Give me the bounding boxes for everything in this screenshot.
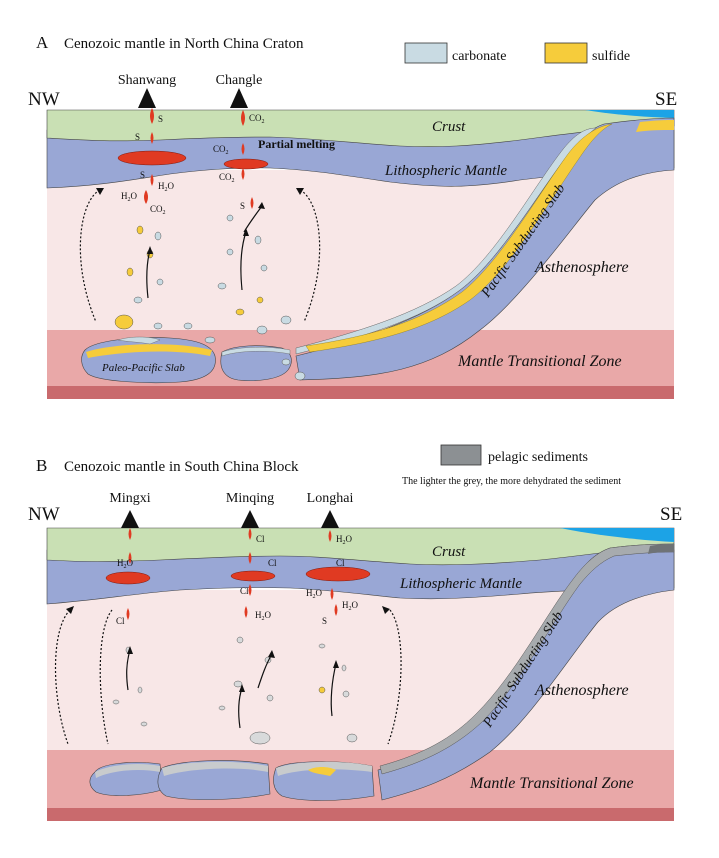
panel-a-paleo-slab-label: Paleo-Pacific Slab xyxy=(101,362,185,374)
volcano-changle-label: Changle xyxy=(216,73,263,88)
panel-a: A Cenozoic mantle in North China Craton … xyxy=(28,33,677,399)
species-co2-4: CO2 xyxy=(219,172,235,184)
species-cl-b3: Cl xyxy=(268,558,277,568)
species-cl-b5: Cl xyxy=(336,558,345,568)
panel-a-slab-fragment-1 xyxy=(220,345,292,381)
panel-a-letter: A xyxy=(36,33,49,52)
species-cl-b1: Cl xyxy=(116,616,125,626)
panel-b-slab-fragment-2-sediment xyxy=(162,761,268,776)
species-h2o-b1: H2O xyxy=(117,558,134,570)
volcano-shanwang-icon xyxy=(138,88,156,108)
panel-a-ocean xyxy=(585,110,674,118)
species-h2o-b3: H2O xyxy=(336,534,353,546)
legend-sulfide-swatch xyxy=(544,42,588,64)
panel-b-slab-fragment-3 xyxy=(273,761,375,801)
panel-b-nw-label: NW xyxy=(28,504,60,525)
panel-b-letter: B xyxy=(36,456,47,475)
legend-sulfide-label: sulfide xyxy=(592,49,630,64)
species-s-b1: S xyxy=(322,616,327,626)
panel-a-slab-fragment-1-carbonate xyxy=(221,347,291,357)
panel-a-lithosphere-label: Lithospheric Mantle xyxy=(384,163,507,179)
panel-b-slab-sediment xyxy=(379,543,675,775)
panel-a-base-layer xyxy=(47,386,674,399)
panel-a-crust-layer xyxy=(46,109,675,148)
volcano-longhai-label: Longhai xyxy=(307,491,354,506)
panel-b-mtz-label: Mantle Transitional Zone xyxy=(469,775,634,792)
legend-pelagic-label: pelagic sediments xyxy=(488,450,588,465)
volcano-longhai-icon xyxy=(321,510,339,528)
species-s-2: S xyxy=(135,132,140,142)
panel-a-paleo-slab-carbonate xyxy=(117,336,161,345)
panel-b-crust-label: Crust xyxy=(432,544,466,560)
panel-a-paleo-slab-sulfide xyxy=(86,344,212,358)
panel-a-slab-sulfide xyxy=(305,123,613,353)
volcano-shanwang-label: Shanwang xyxy=(118,73,176,88)
panel-b-melt-pool-3 xyxy=(305,566,371,582)
panel-b: B Cenozoic mantle in South China Block p… xyxy=(28,444,682,821)
species-s-4: S xyxy=(240,201,245,211)
panel-a-melt-pool-2 xyxy=(223,158,269,170)
panel-b-arrowheads xyxy=(66,606,390,692)
panel-b-base-layer xyxy=(47,808,674,821)
legend-pelagic-note: The lighter the grey, the more dehydrate… xyxy=(402,476,621,487)
species-s-3: S xyxy=(140,170,145,180)
panel-a-slab-carbonate xyxy=(295,127,597,355)
panel-a-mtz-label: Mantle Transitional Zone xyxy=(457,353,622,370)
panel-b-se-label: SE xyxy=(660,504,682,525)
panel-b-asthenosphere-label: Asthenosphere xyxy=(534,682,629,699)
volcano-changle-icon xyxy=(230,88,248,108)
panel-a-slab-sulfide-top xyxy=(636,120,674,132)
species-h2o-b2: H2O xyxy=(255,610,272,622)
panel-a-nw-label: NW xyxy=(28,89,60,110)
panel-b-melt-drops xyxy=(126,528,338,620)
panel-b-melt-pool-2 xyxy=(230,570,276,582)
species-h2o-1: H2O xyxy=(158,181,175,193)
partial-melting-label: Partial melting xyxy=(258,137,335,151)
panel-b-title: Cenozoic mantle in South China Block xyxy=(64,459,299,475)
species-h2o-b4: H2O xyxy=(306,588,323,600)
panel-a-melt-pool-1 xyxy=(117,150,187,166)
legend-pelagic-swatch xyxy=(440,444,482,466)
panel-b-fragment-sulfide xyxy=(308,767,336,776)
species-co2-1: CO2 xyxy=(150,204,166,216)
panel-a-crust-label: Crust xyxy=(432,119,466,135)
panel-b-melt-pool-1 xyxy=(105,571,151,585)
species-cl-b2: Cl xyxy=(256,534,265,544)
panel-a-asthenosphere-label: Asthenosphere xyxy=(534,259,629,276)
panel-b-ocean xyxy=(560,528,674,542)
species-h2o-2: H2O xyxy=(121,191,138,203)
species-co2-2: CO2 xyxy=(249,113,265,125)
legend-carbonate-label: carbonate xyxy=(452,49,506,64)
panel-b-slab-fragment-1-sediment xyxy=(95,764,160,778)
legend-carbonate-swatch xyxy=(404,42,448,64)
species-cl-b4: Cl xyxy=(240,586,249,596)
volcano-mingxi-icon xyxy=(121,510,139,528)
panel-a-arrowheads xyxy=(96,188,304,254)
panel-a-melt-drops xyxy=(144,108,254,209)
species-s-1: S xyxy=(158,114,163,124)
panel-a-blebs xyxy=(114,214,306,381)
volcano-mingxi-label: Mingxi xyxy=(109,491,150,506)
panel-a-title: Cenozoic mantle in North China Craton xyxy=(64,36,304,52)
panel-b-lithosphere-label: Lithospheric Mantle xyxy=(399,576,522,592)
species-h2o-b5: H2O xyxy=(342,600,359,612)
panel-b-sediment-dark xyxy=(648,544,674,554)
panel-a-se-label: SE xyxy=(655,89,677,110)
panel-b-crust-layer xyxy=(46,527,675,566)
volcano-minqing-icon xyxy=(241,510,259,528)
volcano-minqing-label: Minqing xyxy=(226,491,274,506)
species-co2-3: CO2 xyxy=(213,144,229,156)
